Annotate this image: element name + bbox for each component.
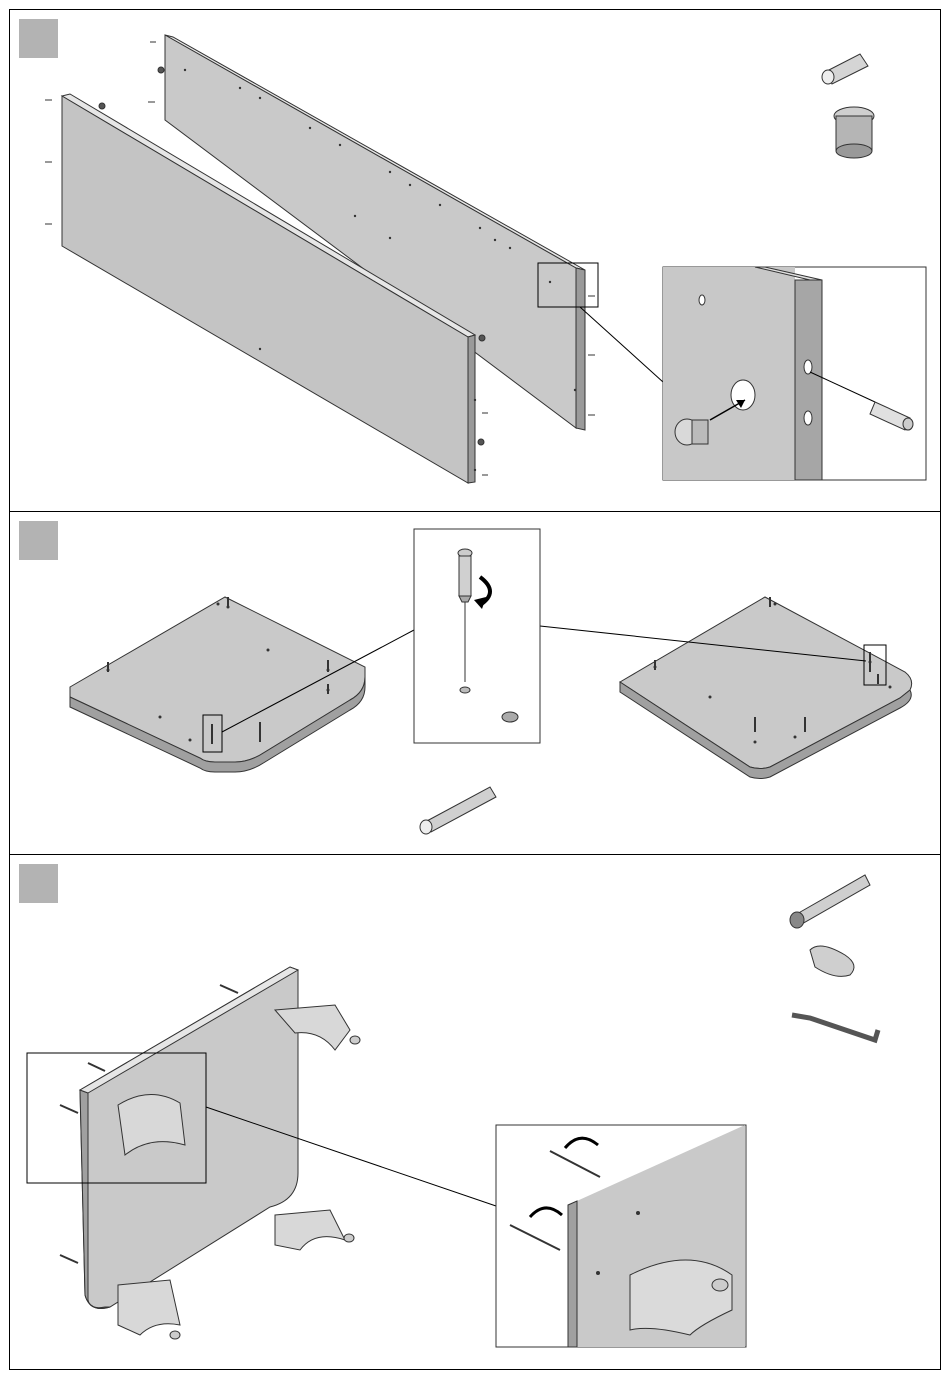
cam-lock-fitting-icon (834, 107, 874, 158)
plug-screw-icon (790, 875, 870, 928)
step-3-illustration (10, 855, 940, 1369)
cam-lock-in-detail (675, 419, 708, 445)
oval-clip-icon (810, 946, 854, 976)
step-3-panel (9, 854, 941, 1370)
rounded-corner-shelf-right (620, 597, 912, 779)
step-1-panel (9, 9, 941, 512)
allen-key-icon (792, 1015, 878, 1040)
end-panel-with-runner-holders (80, 967, 298, 1309)
cam-bolt-icon (420, 787, 496, 834)
detail-inset-step-1 (663, 267, 926, 480)
step-2-panel (9, 511, 941, 855)
step-1-illustration (10, 10, 940, 511)
cam-bolt-screw-in-detail (414, 529, 540, 743)
wooden-dowel-icon (822, 54, 868, 84)
step-2-illustration (10, 512, 940, 854)
rounded-corner-shelf-left (70, 597, 365, 772)
zoom-leader-line (580, 307, 663, 382)
plug-screw-rotation-detail (496, 1125, 746, 1347)
